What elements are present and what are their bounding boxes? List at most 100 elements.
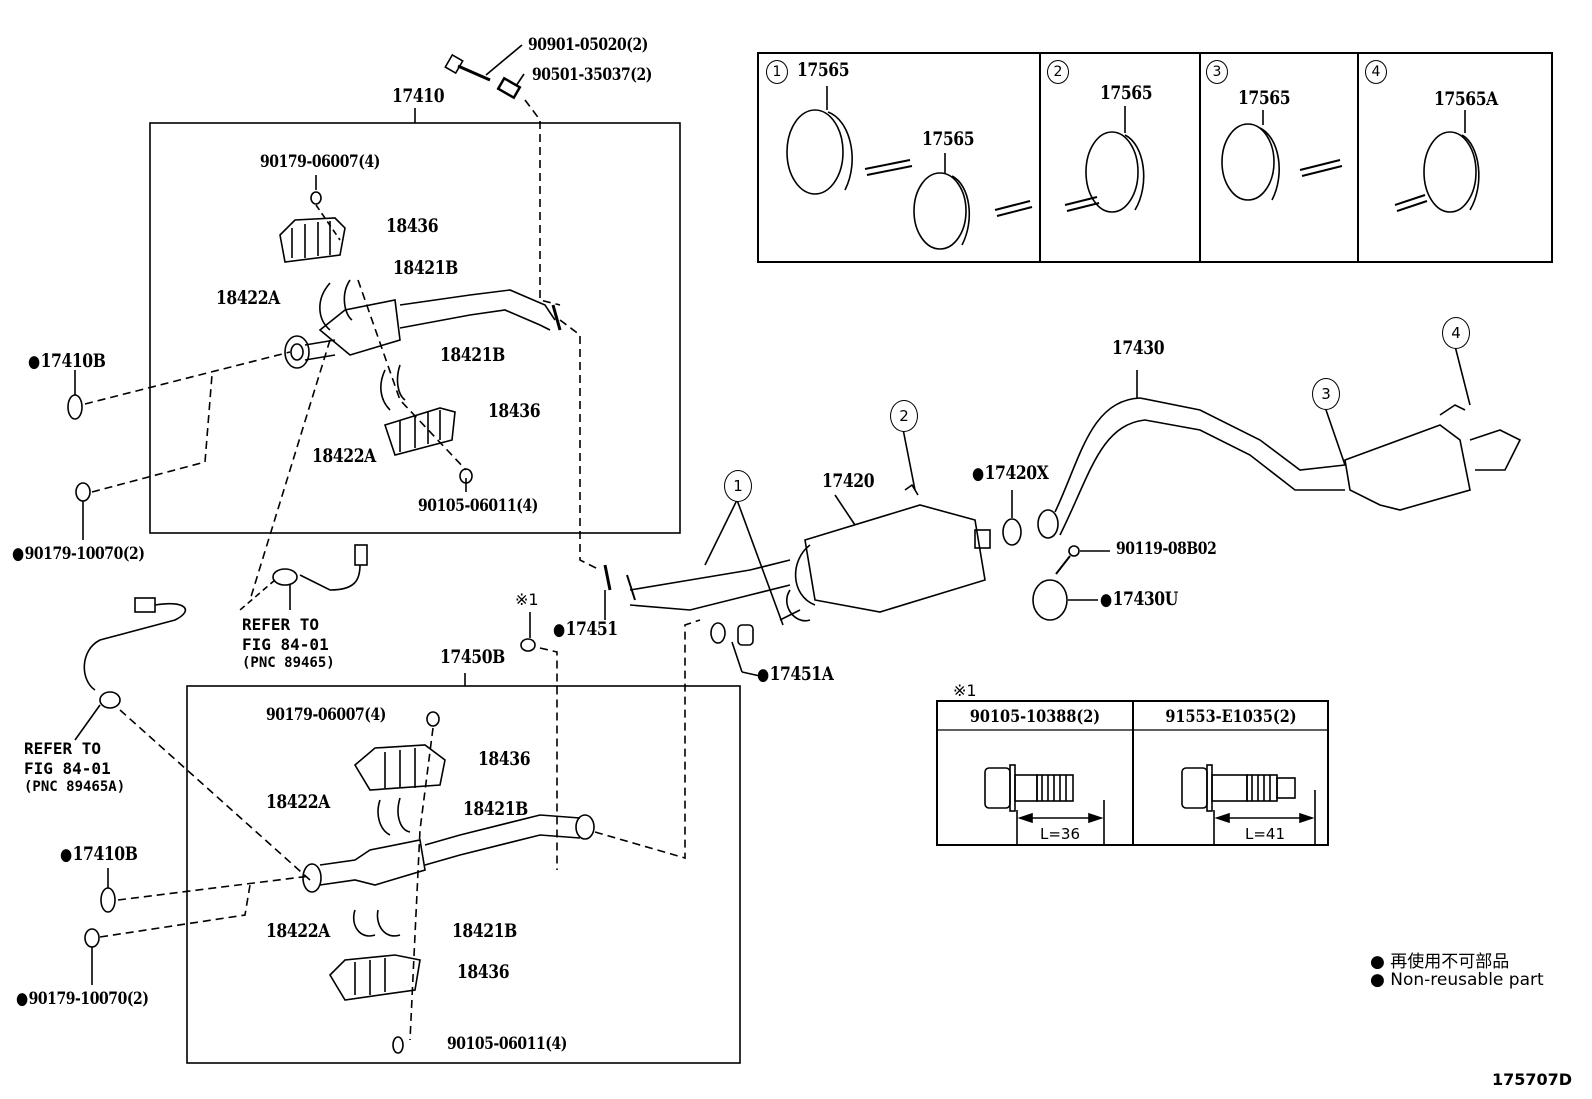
heat-insulator-upper-icon (279, 217, 346, 263)
label-hanger-2[interactable]: 17565 (1100, 82, 1153, 104)
label-gasket-upper[interactable]: 17410B (28, 352, 106, 371)
clamp-17430u-icon (1032, 579, 1098, 621)
label-hanger-4[interactable]: 17565A (1434, 88, 1498, 110)
figure-id: 175707D (1492, 1070, 1573, 1089)
clamp-lower-icon (353, 797, 411, 937)
bolt-table-mark: ※1 (953, 681, 977, 700)
heat-insulator-lower-2-icon (328, 954, 421, 1001)
ref-line: REFER TO (24, 739, 102, 758)
clamp-upper-icon (319, 279, 406, 411)
label-bracket-upper-2[interactable]: 18421B (440, 344, 505, 366)
label-gasket-17451a[interactable]: 17451A (757, 663, 834, 685)
label-hanger-1b[interactable]: 17565 (922, 128, 975, 150)
label-nut-upper-bottom[interactable]: 90179-10070(2) (12, 546, 145, 563)
ref-line: FIG 84-01 (24, 759, 111, 778)
nut-lower-icon (426, 711, 440, 727)
heat-insulator-lower-icon (353, 744, 446, 791)
inset-num-2: 2 (1047, 60, 1069, 84)
label-bracket-upper-1[interactable]: 18421B (393, 257, 458, 279)
label-bolt-upper[interactable]: 90105-06011(4) (418, 496, 538, 516)
sensor-ref-2[interactable]: REFER TO FIG 84-01 (PNC 89465A) (24, 739, 125, 797)
label-assembly-17410[interactable]: 17410 (392, 85, 445, 107)
label-assembly-17450b[interactable]: 17450B (440, 646, 505, 668)
spring-90501-icon (496, 73, 525, 100)
hanger-inset-frame (757, 52, 1553, 263)
ref-line: REFER TO (242, 615, 320, 634)
label-insulator-lower-2[interactable]: 18436 (457, 961, 510, 983)
bolt-length-1: L=36 (1040, 825, 1081, 843)
label-text: 90179-10070(2) (24, 544, 145, 564)
label-gasket-lower[interactable]: 17410B (60, 845, 138, 864)
inset-num-4: 4 (1365, 60, 1387, 84)
label-gasket-17451[interactable]: 17451 (553, 618, 619, 640)
nut-upper-bottom-icon (75, 482, 91, 502)
bolt-90119-icon (1055, 545, 1110, 575)
callout-3[interactable]: 3 (1312, 378, 1340, 410)
callout-1[interactable]: 1 (724, 470, 752, 502)
label-bolt-90901[interactable]: 90901-05020(2) (528, 35, 648, 55)
label-text: 17451A (769, 663, 834, 685)
label-insulator-lower-1[interactable]: 18436 (478, 748, 531, 770)
label-insulator-upper-1[interactable]: 18436 (386, 215, 439, 237)
label-text: 17451 (565, 618, 619, 640)
center-muffler-icon (603, 483, 991, 646)
non-reusable-dot-icon: ● (1370, 952, 1391, 972)
box-17450b (186, 685, 741, 1064)
label-hanger-3[interactable]: 17565 (1238, 87, 1291, 109)
box-17410 (149, 122, 681, 534)
label-insulator-upper-2[interactable]: 18436 (488, 400, 541, 422)
ref-line: FIG 84-01 (242, 635, 329, 654)
bolt-lower-icon (392, 1036, 404, 1054)
front-pipe-upper-icon (284, 289, 562, 369)
legend-jp: ● 再使用不可部品 (1370, 947, 1509, 972)
label-hanger-1a[interactable]: 17565 (797, 59, 850, 81)
non-reusable-dot-icon: ● (1370, 970, 1391, 990)
bolt-table-header-2[interactable]: 91553-E1035(2) (1165, 707, 1297, 727)
inset-num-1: 1 (766, 60, 788, 84)
label-text: 17410B (72, 843, 138, 865)
label-nut-lower[interactable]: 90179-06007(4) (266, 705, 386, 725)
legend-en: ● Non-reusable part (1370, 970, 1544, 990)
legend-en-text: Non-reusable part (1390, 970, 1544, 990)
gasket-lower-icon (100, 887, 116, 913)
o2-sensor-2-icon (74, 597, 311, 881)
label-gasket-17420x[interactable]: 17420X (972, 462, 1049, 484)
label-text: 17430U (1112, 588, 1179, 610)
label-spring-90501[interactable]: 90501-35037(2) (532, 65, 652, 85)
legend-jp-text: 再使用不可部品 (1390, 952, 1510, 972)
note-mark-1: ※1 (515, 590, 539, 609)
bolt-90105-10388-icon (984, 764, 1105, 845)
callout-4[interactable]: 4 (1442, 317, 1470, 349)
label-bolt-lower[interactable]: 90105-06011(4) (447, 1034, 567, 1054)
bolt-table-header-1[interactable]: 90105-10388(2) (969, 707, 1101, 727)
front-pipe-lower-icon (302, 814, 595, 893)
nut-lower-bottom-icon (84, 928, 100, 948)
hanger-icon (786, 109, 1480, 250)
label-clamp-upper-1[interactable]: 18422A (216, 287, 280, 309)
label-clamp-upper-2[interactable]: 18422A (312, 445, 376, 467)
bolt-91553-e1035-icon (1181, 764, 1316, 845)
label-tail-pipe[interactable]: 17430 (1112, 337, 1165, 359)
label-nut-lower-bottom[interactable]: 90179-10070(2) (16, 991, 149, 1008)
callout-2[interactable]: 2 (890, 400, 918, 432)
sensor-ref-1[interactable]: REFER TO FIG 84-01 (PNC 89465) (242, 615, 335, 673)
tail-pipe-icon (1037, 397, 1522, 539)
heat-insulator-upper-2-icon (383, 407, 456, 456)
ref-line: (PNC 89465A) (24, 779, 126, 795)
label-bracket-lower-1[interactable]: 18421B (463, 798, 528, 820)
label-clamp-17430u[interactable]: 17430U (1100, 588, 1179, 610)
inset-num-3: 3 (1206, 60, 1228, 84)
label-bracket-lower-2[interactable]: 18421B (452, 920, 517, 942)
gasket-17420x-icon (1002, 518, 1022, 546)
nut-upper-icon (310, 191, 322, 205)
label-bolt-90119[interactable]: 90119-08B02 (1116, 539, 1217, 559)
gasket-upper-icon (67, 394, 83, 420)
label-nut-upper[interactable]: 90179-06007(4) (260, 152, 380, 172)
bolt-90901-icon (444, 44, 523, 82)
label-text: 17420X (984, 462, 1049, 484)
label-clamp-lower-2[interactable]: 18422A (266, 920, 330, 942)
label-clamp-lower-1[interactable]: 18422A (266, 791, 330, 813)
label-center-muffler[interactable]: 17420 (822, 470, 875, 492)
ref-line: (PNC 89465) (242, 655, 335, 671)
